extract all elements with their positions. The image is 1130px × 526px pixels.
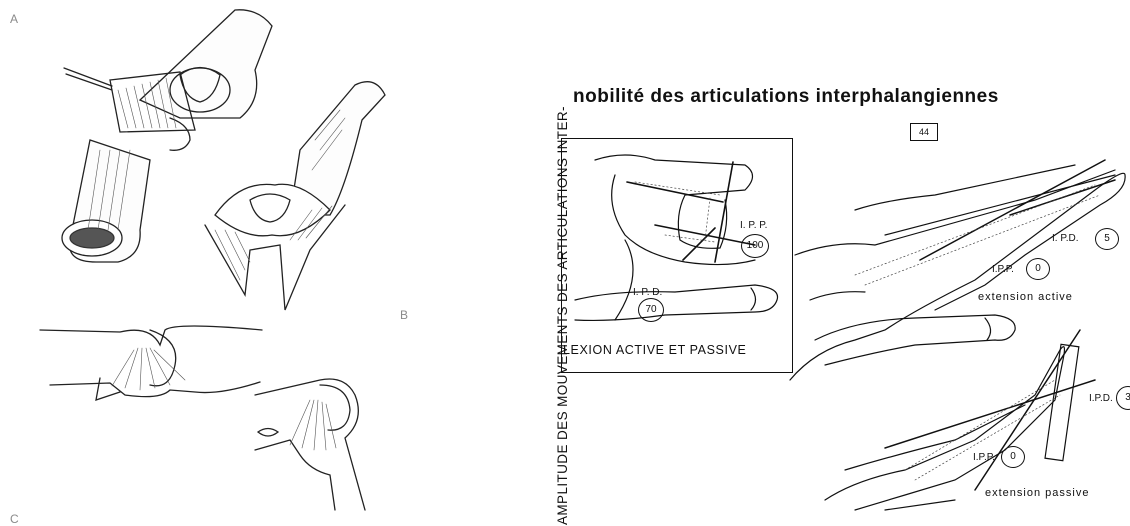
bone-stippling-inset <box>635 182 720 242</box>
passive-ipd-label: I.P.D. <box>1089 393 1113 404</box>
active-ipd-value: 5 <box>1095 228 1119 250</box>
active-extension-hand <box>790 165 1125 380</box>
inset-ipp-label: I. P. P. <box>740 220 767 231</box>
joint-drawing-c-upper <box>40 326 262 400</box>
active-ipp-value: 0 <box>1026 258 1050 280</box>
passive-ipp-label: I.P.P. <box>973 452 995 463</box>
ligament-hatching-c-lower <box>290 400 336 450</box>
flexion-angle-lines <box>627 162 755 262</box>
active-ipd-label: I. P.D. <box>1052 233 1079 244</box>
passive-ipp-value: 0 <box>1001 446 1025 468</box>
passive-ruler <box>1045 344 1079 460</box>
passive-angle-lines <box>885 330 1095 490</box>
left-anatomy-figure: A B C <box>0 0 540 526</box>
active-caption: extension active <box>978 291 1073 303</box>
inset-caption: LEXION ACTIVE ET PASSIVE <box>563 343 746 357</box>
right-plate: nobilité des articulations interphalangi… <box>555 0 1130 526</box>
anatomy-drawing <box>0 0 540 526</box>
inset-ipd-label: I. P. D. <box>633 287 662 298</box>
joint-drawing-c-lower <box>255 379 365 510</box>
passive-caption: extension passive <box>985 487 1089 499</box>
active-ipp-label: I.P.P. <box>992 264 1014 275</box>
active-angle-lines <box>920 160 1115 260</box>
inset-ipd-value: 70 <box>638 298 664 322</box>
inset-ipp-value: 100 <box>741 234 769 258</box>
ligament-hatching-c-upper <box>112 348 185 390</box>
